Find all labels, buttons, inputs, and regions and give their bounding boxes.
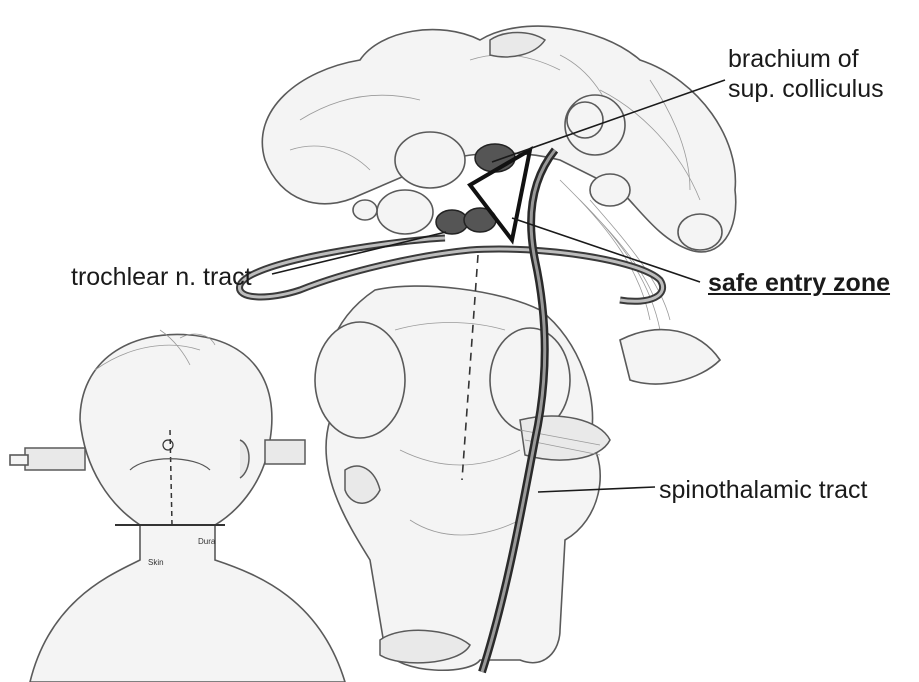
label-brachium-line1: brachium of	[728, 44, 884, 74]
patient-head-inset	[10, 330, 345, 682]
inset-label-skin: Skin	[148, 558, 164, 568]
label-spinothalamic-tract: spinothalamic tract	[659, 475, 867, 505]
cerebral-hemispheres	[262, 26, 735, 252]
label-trochlear-tract: trochlear n. tract	[71, 262, 252, 292]
label-safe-entry-zone: safe entry zone	[708, 268, 890, 298]
label-brachium-sup-colliculus: brachium of sup. colliculus	[728, 44, 884, 104]
brainstem	[315, 286, 610, 670]
inset-label-dura: Dura	[198, 537, 215, 547]
label-brachium-line2: sup. colliculus	[728, 74, 884, 104]
